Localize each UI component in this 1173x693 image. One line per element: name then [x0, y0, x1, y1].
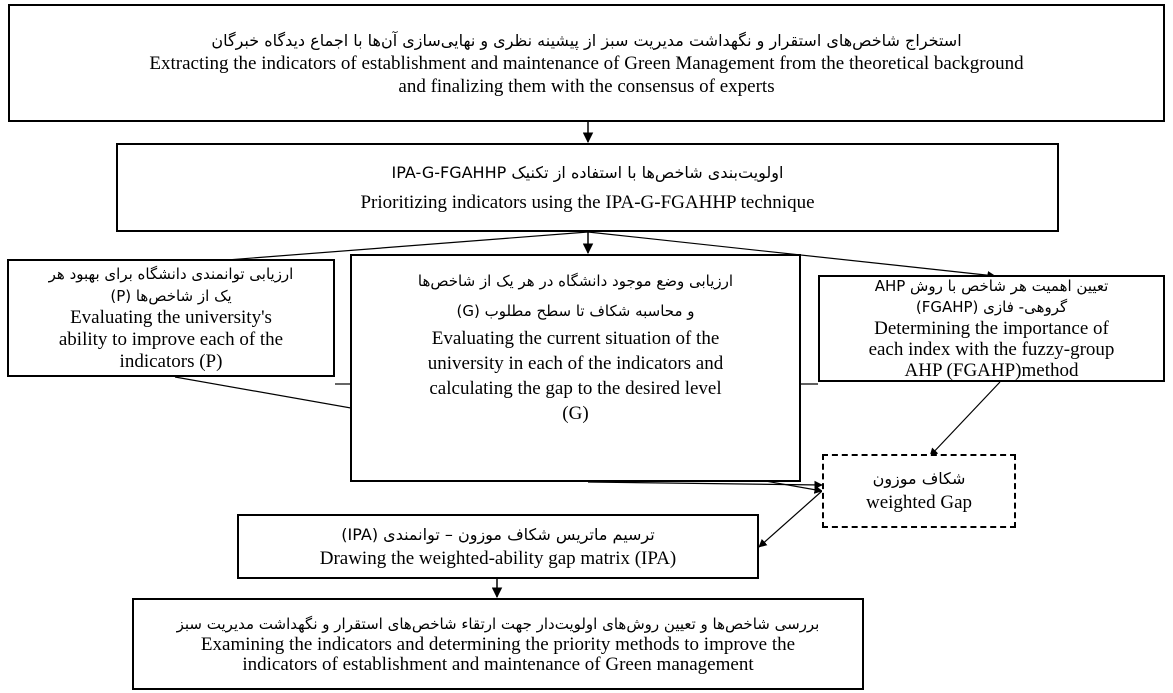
- arrow-current-to-weighted-gap: [587, 480, 823, 490]
- importance-fa-line-1: تعیین اهمیت هر شاخص با روش AHP: [874, 277, 1109, 295]
- current-en-line-1: Evaluating the current situation of the: [431, 328, 720, 349]
- examine-en-line-2: indicators of establishment and maintena…: [242, 654, 754, 675]
- current-en-line-4: (G): [562, 403, 589, 424]
- extract-en-line-2: and finalizing them with the consensus o…: [398, 75, 775, 97]
- importance-en-line-2: each index with the fuzzy-group: [868, 339, 1115, 360]
- current-fa-line-1: ارزیابی وضع موجود دانشگاه در هر یک از شا…: [417, 272, 734, 290]
- current-en-line-2: university in each of the indicators and: [427, 353, 724, 374]
- current-en-line-3: calculating the gap to the desired level: [429, 378, 722, 399]
- ability-en-line-2: ability to improve each of the: [58, 329, 284, 350]
- weighted-gap-en-text: weighted Gap: [865, 492, 973, 513]
- ability-fa-line-1: ارزیابی توانمندی دانشگاه برای بهبود هر: [48, 265, 294, 283]
- box-weighted-gap: شکاف موزون weighted Gap: [822, 454, 1016, 528]
- box-evaluate-current-situation: ارزیابی وضع موجود دانشگاه در هر یک از شا…: [350, 254, 801, 482]
- prioritize-en-text: Prioritizing indicators using the IPA-G-…: [360, 191, 815, 213]
- matrix-fa-text: ترسیم ماتریس شکاف موزون – توانمندی (IPA): [341, 524, 655, 544]
- importance-fa-line-2: گروهی- فازی (FGAHP): [915, 298, 1068, 316]
- ability-en-line-3: indicators (P): [119, 351, 223, 372]
- box-examine-indicators: بررسی شاخص‌ها و تعیین روش‌های اولویت‌دار…: [132, 598, 864, 690]
- box-draw-gap-matrix: ترسیم ماتریس شکاف موزون – توانمندی (IPA)…: [237, 514, 759, 579]
- weighted-gap-fa-text: شکاف موزون: [872, 469, 966, 488]
- extract-en-line-1: Extracting the indicators of establishme…: [149, 52, 1024, 74]
- prioritize-fa-text: اولویت‌بندی شاخص‌ها با استفاده از تکنیک …: [391, 162, 784, 182]
- extract-fa-text: استخراج شاخص‌های استقرار و نگهداشت مدیری…: [211, 30, 962, 50]
- arrow-weighted-gap-to-matrix: [758, 490, 823, 548]
- ability-en-line-1: Evaluating the university's: [70, 307, 272, 328]
- importance-en-line-3: AHP (FGAHP)method: [904, 360, 1079, 381]
- box-determine-importance: تعیین اهمیت هر شاخص با روش AHP گروهی- فا…: [818, 275, 1165, 382]
- matrix-en-text: Drawing the weighted-ability gap matrix …: [319, 547, 677, 569]
- importance-en-line-1: Determining the importance of: [874, 318, 1109, 339]
- box-evaluate-ability: ارزیابی توانمندی دانشگاه برای بهبود هر ی…: [7, 259, 335, 377]
- box-extract-indicators: استخراج شاخص‌های استقرار و نگهداشت مدیری…: [8, 4, 1165, 122]
- box-prioritize-indicators: اولویت‌بندی شاخص‌ها با استفاده از تکنیک …: [116, 143, 1059, 232]
- current-fa-line-2: و محاسبه شکاف تا سطح مطلوب (G): [456, 302, 695, 320]
- examine-en-line-1: Examining the indicators and determining…: [200, 634, 796, 655]
- arrow-importance-to-weighted-gap: [929, 381, 1001, 457]
- ability-fa-line-2: یک از شاخص‌ها (P): [110, 287, 232, 305]
- examine-fa-text: بررسی شاخص‌ها و تعیین روش‌های اولویت‌دار…: [176, 615, 820, 633]
